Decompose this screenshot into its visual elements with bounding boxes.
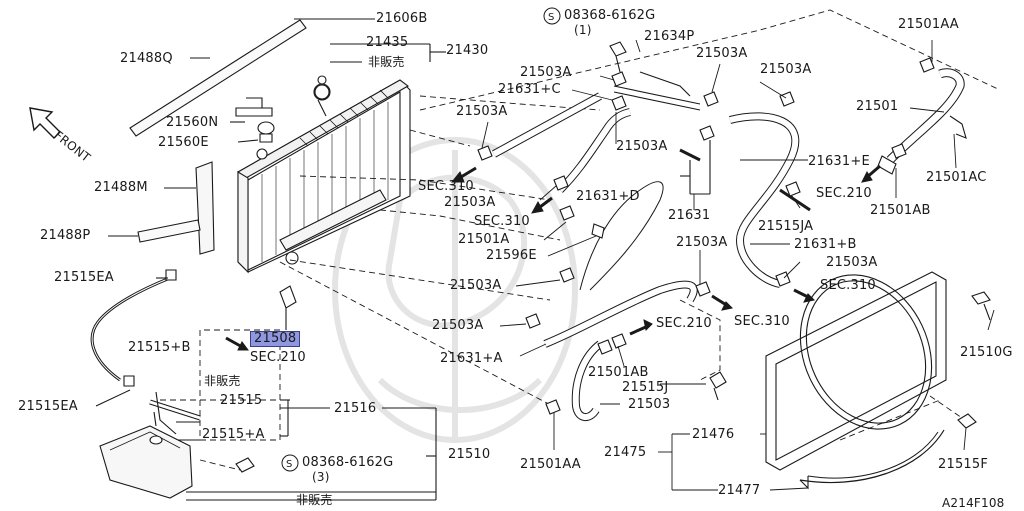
label-21501aa-bot: 21501AA	[520, 457, 581, 472]
seal-strip-21488q	[129, 19, 307, 137]
label-21515-a: 21515+A	[202, 427, 265, 442]
label-21501: 21501	[856, 99, 899, 114]
label-21488q: 21488Q	[120, 51, 173, 66]
label-sec310-b: SEC.310	[474, 214, 530, 229]
label-21503a-3: 21503A	[456, 104, 508, 119]
label-21501a: 21501A	[458, 232, 510, 247]
label-21516: 21516	[334, 401, 377, 416]
label-21476: 21476	[692, 427, 735, 442]
label-sec310-c: SEC.310	[820, 278, 876, 293]
label-21503: 21503	[628, 397, 671, 412]
label-21634p: 21634P	[644, 29, 695, 44]
label-21606b: 21606B	[376, 11, 428, 26]
label-21501ab-2: 21501AB	[588, 365, 649, 380]
label-21631-a: 21631+A	[440, 351, 503, 366]
label-not-sold-2: 非販売	[204, 374, 241, 388]
label-bolt-qty-1: (1)	[574, 23, 592, 37]
label-21631-c: 21631+C	[498, 82, 561, 97]
s-symbol-icons	[281, 7, 561, 472]
label-bolt-qty-3: (3)	[312, 470, 330, 484]
reservoir-tank-21510	[99, 411, 193, 499]
label-21515: 21515	[220, 393, 263, 408]
highlighted-part-21508[interactable]: 21508	[250, 331, 301, 347]
label-21631-d: 21631+D	[576, 189, 640, 204]
label-21515-b: 21515+B	[128, 340, 191, 355]
seal-21488p	[137, 219, 201, 243]
label-21501ac: 21501AC	[926, 170, 987, 185]
label-21515f: 21515F	[938, 457, 989, 472]
label-21475: 21475	[604, 445, 647, 460]
fan-shroud-21475	[765, 271, 947, 490]
hose-21515-b	[90, 276, 171, 382]
label-sec310-a: SEC.310	[418, 179, 474, 194]
bracket-21560n	[235, 97, 273, 117]
label-21560n: 21560N	[166, 115, 219, 130]
label-21631: 21631	[668, 208, 711, 223]
label-21503a-9: 21503A	[676, 235, 728, 250]
radiator-core	[236, 79, 411, 274]
label-21515ea-2: 21515EA	[18, 399, 78, 414]
clamps	[477, 57, 935, 415]
cap-21430	[313, 83, 331, 117]
label-sec210-b: SEC.210	[816, 186, 872, 201]
label-21596e: 21596E	[486, 248, 537, 263]
label-21515j: 21515J	[622, 380, 669, 395]
label-21503a-8: 21503A	[760, 62, 812, 77]
label-21503a-10: 21503A	[826, 255, 878, 270]
seal-21488m	[195, 161, 215, 255]
label-21560e: 21560E	[158, 135, 209, 150]
label-sec210-c: SEC.210	[656, 316, 712, 331]
grommet-21560e	[257, 121, 275, 143]
label-21503a-5: 21503A	[444, 195, 496, 210]
svg-text:S: S	[548, 12, 554, 23]
label-21430: 21430	[446, 43, 489, 58]
label-not-sold-1: 非販売	[368, 55, 405, 69]
label-21503a-7: 21503A	[432, 318, 484, 333]
label-bolt-08368-1: 08368-6162G	[564, 8, 656, 23]
direction-arrows	[225, 164, 881, 351]
label-21503a-2: 21503A	[520, 65, 572, 80]
svg-text:S: S	[286, 459, 292, 470]
watermark-emblem	[332, 137, 578, 443]
label-21503a-4: 21503A	[616, 139, 668, 154]
label-21631-b: 21631+B	[794, 237, 857, 252]
label-not-sold-3: 非販売	[296, 493, 333, 507]
label-21515ja: 21515JA	[758, 219, 814, 234]
label-21501aa-top: 21501AA	[898, 17, 959, 32]
hose-21631-a	[579, 181, 664, 291]
label-21435: 21435	[366, 35, 409, 50]
label-21503a-1: 21503A	[696, 46, 748, 61]
label-21631-e: 21631+E	[808, 154, 870, 169]
label-21503a-6: 21503A	[450, 278, 502, 293]
diagram-code: A214F108	[942, 496, 1005, 510]
label-21510: 21510	[448, 447, 491, 462]
label-21488m: 21488M	[94, 180, 148, 195]
label-21477: 21477	[718, 483, 761, 498]
label-21501ab-1: 21501AB	[870, 203, 931, 218]
pipe-21634p	[613, 71, 701, 111]
label-bolt-08368-3: 08368-6162G	[302, 455, 394, 470]
label-sec310-d: SEC.310	[734, 314, 790, 329]
label-sec210-a: SEC.210	[250, 350, 306, 365]
label-21515ea-1: 21515EA	[54, 270, 114, 285]
label-21510g: 21510G	[960, 345, 1013, 360]
label-21488p: 21488P	[40, 228, 91, 243]
front-arrow-icon	[29, 107, 61, 139]
drain-plug-21508	[279, 285, 297, 309]
